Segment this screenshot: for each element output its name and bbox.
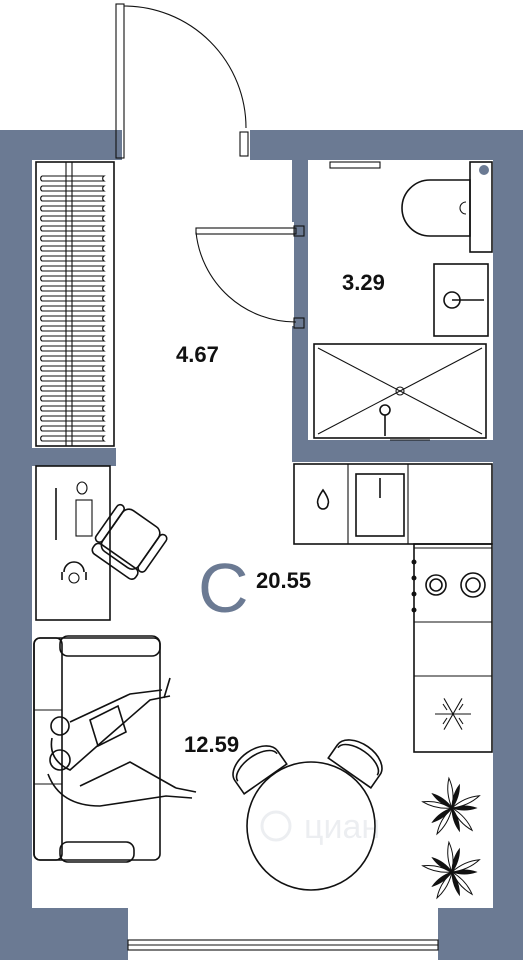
room-area-hallway: 4.67 <box>176 342 219 367</box>
desk-icon <box>35 465 111 621</box>
plant-icon <box>421 840 481 900</box>
hanger-mark <box>40 205 106 212</box>
office-chair-icon <box>91 503 168 580</box>
hanger-mark <box>40 325 106 332</box>
plant-leaf <box>450 859 481 873</box>
shower-icon <box>313 343 487 441</box>
plant-leaf <box>451 806 460 833</box>
hanger-mark <box>40 195 106 202</box>
plant-leaf <box>431 792 454 810</box>
hanger-mark <box>40 405 106 412</box>
plant-leaf <box>431 806 454 824</box>
hanger-mark <box>40 375 106 382</box>
walls <box>0 130 523 960</box>
plant-leaf <box>451 870 460 897</box>
hanger-mark <box>40 265 106 272</box>
wardrobe-icon <box>35 161 115 447</box>
hanger-mark <box>40 255 106 262</box>
hanger-mark <box>40 225 106 232</box>
water-drop-icon <box>316 488 330 510</box>
room-area-living-room: 12.59 <box>184 732 239 757</box>
hanger-mark <box>40 355 106 362</box>
towel-rail-icon <box>329 161 381 169</box>
plant-leaf <box>451 783 460 810</box>
hanger-mark <box>40 235 106 242</box>
kitchen-sink-icon <box>355 473 405 537</box>
plant-leaf <box>450 795 481 809</box>
kitchen-counter <box>293 463 493 753</box>
hanger-mark <box>40 305 106 312</box>
hanger-mark <box>40 395 106 402</box>
plant-leaf <box>431 856 454 874</box>
person-icon <box>47 677 197 807</box>
sofa-icon <box>33 635 161 863</box>
hanger-mark <box>40 335 106 342</box>
toilet-icon <box>401 161 493 253</box>
class-letter: С <box>198 549 249 627</box>
bathroom-door-icon <box>195 225 305 329</box>
hanger-mark <box>40 345 106 352</box>
plant-leaf <box>431 870 454 888</box>
hanger-mark <box>40 215 106 222</box>
hanger-mark <box>40 415 106 422</box>
hanger-mark <box>40 425 106 432</box>
hanger-mark <box>40 275 106 282</box>
hanger-mark <box>40 385 106 392</box>
hanger-mark <box>40 185 106 192</box>
fridge-icon <box>435 698 471 730</box>
svg-text:циан: циан <box>304 808 380 846</box>
door-icon <box>115 3 249 159</box>
dining-table-icon <box>232 739 383 891</box>
hanger-mark <box>40 175 106 182</box>
plant-leaf <box>451 847 460 874</box>
hanger-mark <box>40 435 106 442</box>
room-area-bathroom: 3.29 <box>342 270 385 295</box>
hanger-mark <box>40 295 106 302</box>
total-area: 20.55 <box>256 568 311 593</box>
hanger-mark <box>40 315 106 322</box>
sink-icon <box>433 263 489 337</box>
stove-icon <box>411 559 486 613</box>
hanger-mark <box>40 245 106 252</box>
window-icon <box>127 939 439 951</box>
hanger-mark <box>40 285 106 292</box>
hanger-mark <box>40 365 106 372</box>
watermark: циан <box>260 808 380 846</box>
plant-icon <box>421 776 481 836</box>
